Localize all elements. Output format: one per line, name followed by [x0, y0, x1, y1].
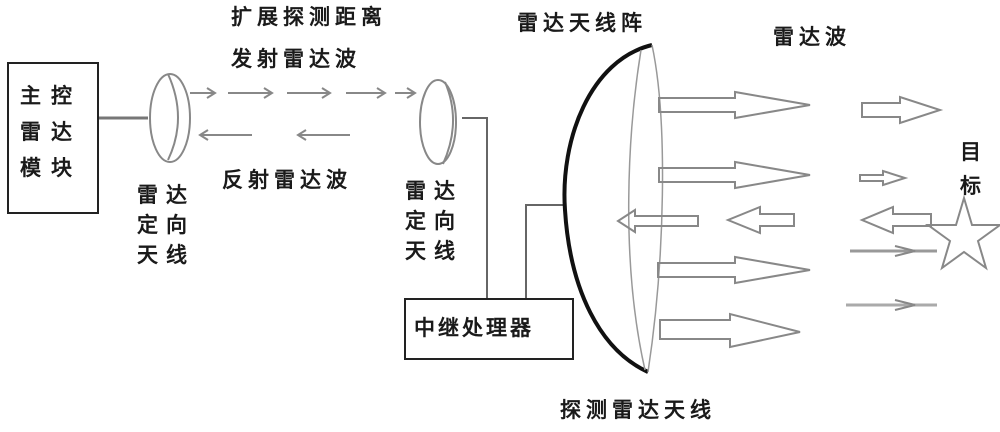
connector-line — [525, 204, 565, 298]
right-antenna-label: 雷达定向天线 — [405, 178, 463, 263]
antenna-array-label: 雷达天线阵 — [517, 10, 647, 35]
transmit-wave-label: 发射雷达波 — [231, 46, 361, 71]
target-label: 目标 — [960, 139, 989, 198]
transmit-arrows-icon — [190, 87, 417, 99]
far-wave-arrows-icon — [846, 95, 944, 311]
relay-processor-box — [404, 298, 574, 360]
left-antenna-label: 雷达定向天线 — [137, 182, 195, 267]
connector-line — [462, 117, 488, 298]
target-star-icon — [924, 194, 1000, 271]
incoming-wave-arrows-icon — [616, 205, 932, 235]
antenna-array-dish-icon — [562, 43, 664, 374]
detection-antenna-label: 探测雷达天线 — [560, 397, 716, 422]
reflect-arrows-icon — [198, 129, 350, 141]
left-directional-antenna-icon — [149, 73, 191, 163]
main-radar-module-label: 主控雷达模块 — [20, 83, 82, 180]
right-directional-antenna-icon — [419, 79, 457, 165]
extend-range-label: 扩展探测距离 — [231, 4, 387, 29]
relay-processor-label: 中继处理器 — [414, 315, 534, 340]
main-radar-module-box — [7, 62, 99, 214]
reflect-wave-label: 反射雷达波 — [222, 167, 352, 192]
radar-wave-label: 雷达波 — [773, 24, 851, 49]
outgoing-wave-arrows-icon — [657, 90, 811, 349]
